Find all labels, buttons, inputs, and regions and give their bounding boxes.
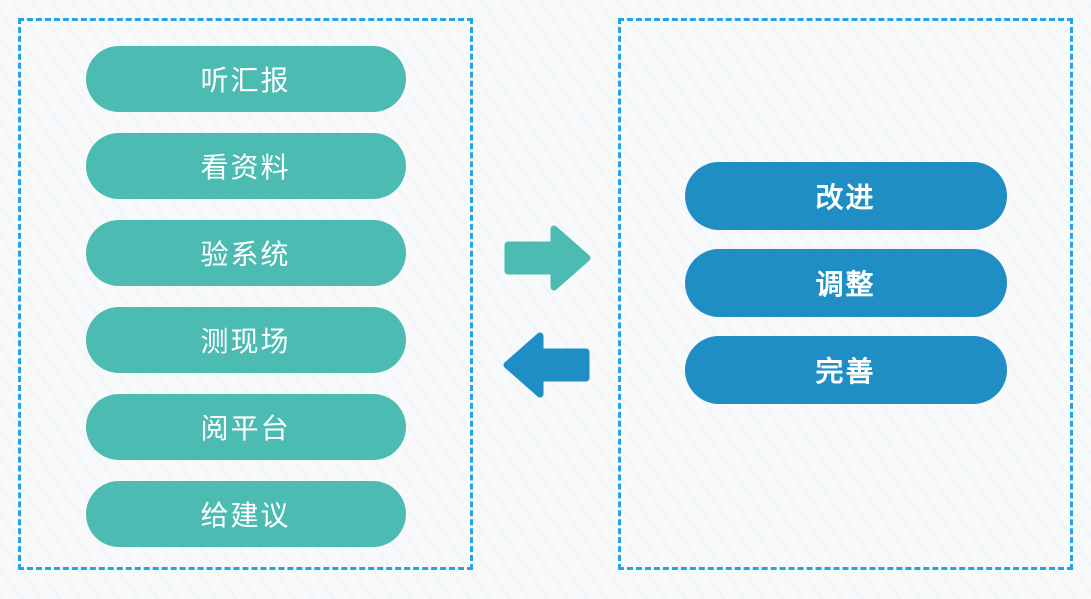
pill-improve: 改进 — [684, 162, 1007, 230]
pill-verify-systems: 验系统 — [85, 220, 406, 286]
pill-read-platform: 阅平台 — [85, 394, 406, 460]
pill-listen-reports: 听汇报 — [85, 46, 406, 112]
right-arrow-icon — [504, 225, 591, 291]
left-arrow-icon — [503, 332, 590, 398]
pill-test-onsite: 测现场 — [85, 307, 406, 373]
pill-give-suggestions: 给建议 — [85, 481, 406, 547]
pill-adjust: 调整 — [684, 249, 1007, 317]
right-panel: 改进 调整 完善 — [618, 18, 1073, 570]
pill-review-materials: 看资料 — [85, 133, 406, 199]
pill-perfect: 完善 — [684, 336, 1007, 404]
left-panel: 听汇报 看资料 验系统 测现场 阅平台 给建议 — [18, 18, 473, 570]
